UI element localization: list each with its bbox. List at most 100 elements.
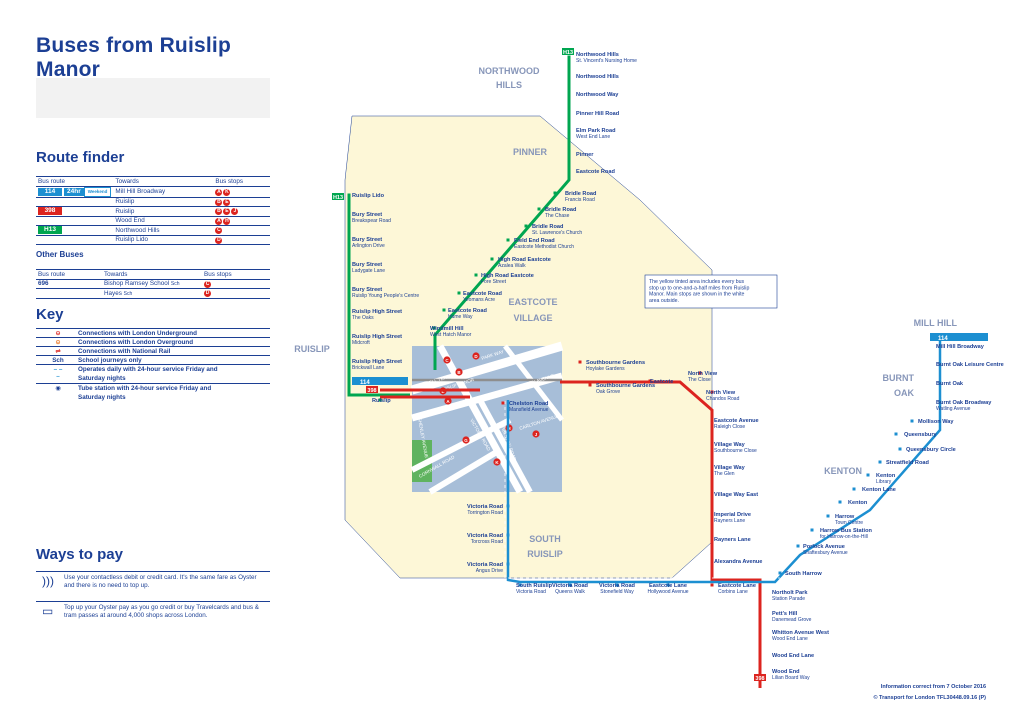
stop-label: Eastcote Road [463, 291, 502, 297]
route-h13-line [433, 56, 571, 370]
stop-sublabel: Danemead Grove [772, 617, 812, 623]
stop-label: Chelston Road [509, 401, 549, 407]
stop-label: Southbourne Gardens [586, 360, 645, 366]
header-grey-bar [36, 78, 270, 118]
stop-sublabel: Stonefield Way [600, 589, 634, 595]
stop-letter-badge: E [223, 198, 231, 206]
stop-tick [938, 362, 942, 366]
badge-h13-lido: H13 [333, 195, 343, 201]
stop-sublabel: Town Centre [835, 520, 863, 526]
stop-marker-B [455, 368, 463, 376]
key-text: Connections with National Rail [78, 348, 171, 355]
stop-tick [567, 111, 571, 115]
table-header-row: Bus route Towards Bus stops [36, 176, 270, 187]
24hr-badge: 24hr [64, 187, 84, 196]
stop-label: Ruislip High Street [352, 309, 402, 315]
stop-sublabel: West End Lane [576, 134, 610, 140]
stop-sublabel: Library [876, 479, 892, 485]
stop-letter-badge: C [215, 227, 223, 235]
page-title: Buses from Ruislip Manor [36, 34, 231, 81]
area-northwood-hills: HILLS [496, 80, 522, 90]
oyster-card-icon: ▭ [42, 604, 54, 618]
route-cell [36, 197, 114, 207]
stop-letter-badge: H [223, 217, 231, 225]
other-buses-heading: Other Buses [36, 250, 84, 259]
towards-cell: Ruislip Lido [113, 235, 214, 245]
route-badge: H13 [38, 226, 62, 235]
stop-tick [778, 571, 782, 575]
divider [36, 601, 270, 602]
footer-line2: © Transport for London TFL30448.09.16 (P… [873, 695, 986, 701]
left-panel: Buses from Ruislip Manor Route finder Bu… [0, 0, 290, 721]
stop-sublabel: Station Parade [772, 596, 805, 602]
stop-sublabel: Wood End Lane [772, 636, 808, 642]
route-cell: 696 [36, 279, 102, 289]
route-cell: 398 [36, 206, 114, 217]
pay-item: ))) Use your contactless debit or credit … [36, 574, 270, 600]
stop-label: Pinner [576, 152, 594, 158]
contactless-icon: ))) [42, 574, 54, 588]
street-label: PARK WAY [481, 349, 505, 361]
key-text: Connections with London Overground [78, 339, 194, 346]
stop-letter-badge: D [215, 236, 223, 244]
stop-label: Bury Street [352, 212, 382, 218]
stop-marker-K [493, 458, 501, 466]
stop-sublabel: Azalea Walk [498, 263, 526, 269]
stop-label: Bridle Road [545, 207, 577, 213]
stop-label: Ruislip [372, 398, 391, 404]
pay-text: Use your contactless debit or credit car… [64, 574, 257, 589]
stop-tick [710, 492, 714, 496]
area-pinner: PINNER [513, 147, 548, 157]
stop-tick [578, 360, 582, 364]
area-eastcote-village: EASTCOTE [508, 297, 557, 307]
stop-sublabel: Yeomans Acre [463, 297, 495, 303]
stop-tick [442, 308, 446, 312]
col-towards-header: Towards [102, 269, 202, 280]
stop-sublabel: Ruislip Young People's Centre [352, 293, 419, 299]
stop-sublabel: The Glen [714, 471, 735, 477]
underground-roundel-icon: ⊖ [55, 330, 61, 337]
route-cell [36, 216, 114, 226]
table-header-row: Bus route Towards Bus stops [36, 269, 270, 280]
stops-cell: D [213, 235, 270, 245]
col-route-header: Bus route [36, 176, 114, 187]
stop-letter-badge: K [223, 188, 231, 196]
stop-tick [567, 152, 571, 156]
stop-sublabel: Shaftesbury Avenue [803, 550, 848, 556]
area-burnt-oak: BURNT [883, 373, 915, 383]
stop-sublabel: West Hatch Manor [430, 332, 472, 338]
stop-letter-badge: A [215, 217, 223, 225]
stop-letter-badge: B [215, 198, 223, 206]
divider [36, 337, 270, 338]
stop-label: Northolt Park [772, 590, 808, 596]
stop-label: Burnt Oak Leisure Centre [936, 362, 1004, 368]
key-text: Operates daily with 24-hour service Frid… [78, 366, 218, 373]
stop-tick [347, 287, 351, 291]
stop-sublabel: Mansfield Avenue [509, 407, 549, 413]
stop-label: Bury Street [352, 237, 382, 243]
stop-sublabel: Fore Street [481, 279, 507, 285]
stop-label: Alexandra Avenue [714, 559, 762, 565]
stop-label: Eastcote Avenue [714, 418, 759, 424]
stop-tick [810, 528, 814, 532]
stop-label: North View [688, 371, 718, 377]
stop-label: Bridle Road [532, 224, 564, 230]
stop-sublabel: Rayners Lane [714, 518, 745, 524]
stop-tick [710, 465, 714, 469]
stop-label: High Road Eastcote [498, 257, 551, 263]
stop-label: Victoria Road [599, 583, 636, 589]
col-stops-header: Bus stops [202, 269, 270, 280]
stop-tick [938, 400, 942, 404]
stop-label: Bury Street [352, 262, 382, 268]
stop-tick [432, 326, 436, 330]
stop-letter-badge: A [215, 188, 223, 196]
stop-sublabel: St. Lawrence's Church [532, 230, 582, 236]
stop-tick [838, 500, 842, 504]
stop-label: Eastcote Road [576, 169, 615, 175]
